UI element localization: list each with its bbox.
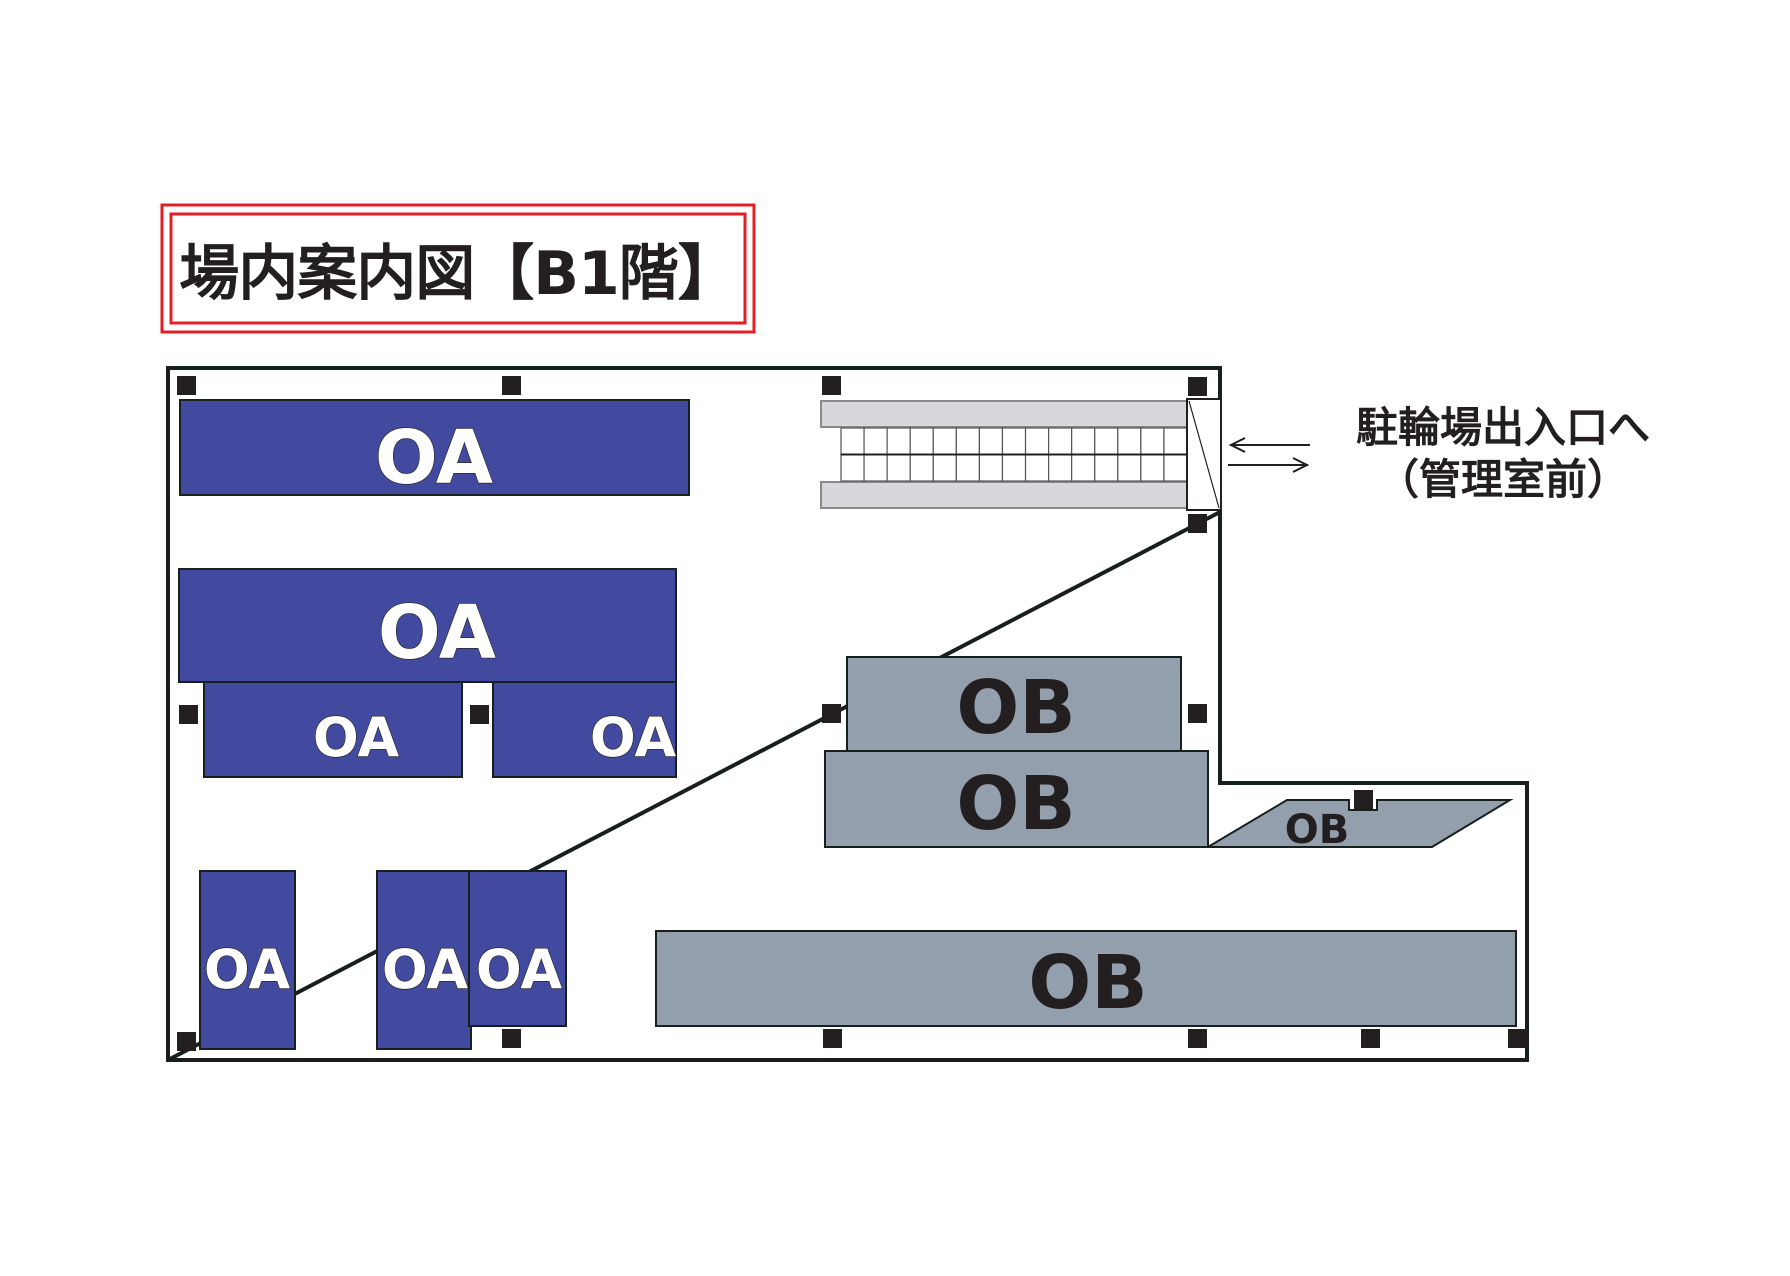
zone-label: OA [378, 590, 496, 676]
zone-label: OA [375, 415, 493, 501]
stair-step [1117, 453, 1142, 482]
zone-ob-2[interactable]: OB [824, 750, 1209, 848]
stair-step [955, 453, 980, 482]
stair-step [863, 427, 888, 456]
stair-step [1024, 453, 1050, 482]
stair-step [1163, 427, 1188, 456]
zone-label: OA [590, 706, 676, 769]
title-frame-outer [160, 203, 756, 334]
zone-oa-4[interactable]: OA [492, 681, 677, 778]
destination-label: 駐輪場出入口へ （管理室前） [1318, 402, 1688, 506]
right-arrow-icon [1228, 457, 1310, 473]
stair-step [1047, 427, 1073, 456]
stair-rail-top [820, 400, 1192, 428]
stair-step [1024, 427, 1050, 456]
left-arrow-icon [1228, 437, 1310, 453]
pillar-icon [823, 1029, 842, 1048]
stair-step [1163, 453, 1188, 482]
pillar-icon [1354, 790, 1373, 809]
pillar-icon [179, 705, 198, 724]
stair-step [909, 453, 934, 482]
zone-label: OB [1028, 940, 1147, 1026]
stair-step [840, 453, 865, 482]
stair-step [1117, 427, 1142, 456]
stair-step [955, 427, 980, 456]
zone-oa-7[interactable]: OA [468, 870, 567, 1027]
pillar-icon [1188, 704, 1207, 723]
stair-step [1140, 427, 1165, 456]
stair-step [840, 427, 865, 456]
stair-step [932, 427, 957, 456]
stair-step [932, 453, 957, 482]
zone-oa-3[interactable]: OA [203, 681, 463, 778]
zone-oa-5[interactable]: OA [199, 870, 296, 1050]
zone-ob-3[interactable]: OB [1204, 799, 1514, 853]
stair-steps [840, 427, 1188, 482]
stair-step [978, 453, 1004, 482]
stair-step [1071, 427, 1096, 456]
stair-step [1001, 427, 1027, 456]
zone-label: OA [382, 938, 468, 1001]
pillar-icon [1188, 377, 1207, 396]
pillar-icon [1508, 1029, 1527, 1048]
stair-step [1094, 427, 1119, 456]
stair-step [1047, 453, 1073, 482]
pillar-icon [177, 1032, 196, 1051]
stair-step [886, 453, 911, 482]
stair-step [863, 453, 888, 482]
stair-step [978, 427, 1004, 456]
stair-step [1001, 453, 1027, 482]
destination-line1: 駐輪場出入口へ [1355, 403, 1650, 452]
pillar-icon [470, 705, 489, 724]
zone-ob-4[interactable]: OB [655, 930, 1517, 1027]
stair-rail-bottom [820, 481, 1192, 509]
floor-outline [167, 366, 1529, 1062]
destination-line2: （管理室前） [1376, 455, 1629, 504]
stairs [820, 400, 1192, 509]
pillar-icon [822, 376, 841, 395]
pillar-icon [1188, 514, 1207, 533]
zone-ob-1[interactable]: OB [846, 656, 1182, 752]
zone-label: OA [476, 938, 562, 1001]
stair-step [1071, 453, 1096, 482]
stair-step [909, 427, 934, 456]
zone-label: OB [956, 761, 1075, 847]
zone-label: OA [313, 706, 399, 769]
zone-label: OA [204, 938, 290, 1001]
pillar-icon [502, 1029, 521, 1048]
stair-step [886, 427, 911, 456]
zone-oa-6[interactable]: OA [376, 870, 472, 1050]
stair-step [1140, 453, 1165, 482]
pillar-icon [822, 704, 841, 723]
zone-oa-2[interactable]: OA [178, 568, 677, 683]
title-frame-inner [169, 212, 747, 325]
zone-oa-1[interactable]: OA [179, 399, 690, 502]
map-title: 場内案内図【B1階】 [179, 239, 737, 309]
pillar-icon [1361, 1029, 1380, 1048]
pillar-icon [177, 376, 196, 395]
pillar-icon [502, 376, 521, 395]
zone-label: OB [956, 665, 1075, 751]
pillars [177, 376, 1527, 1051]
stair-step [1094, 453, 1119, 482]
zone-label: OB [1285, 807, 1350, 853]
entrance-door[interactable] [1186, 398, 1222, 511]
pillar-icon [1188, 1029, 1207, 1048]
